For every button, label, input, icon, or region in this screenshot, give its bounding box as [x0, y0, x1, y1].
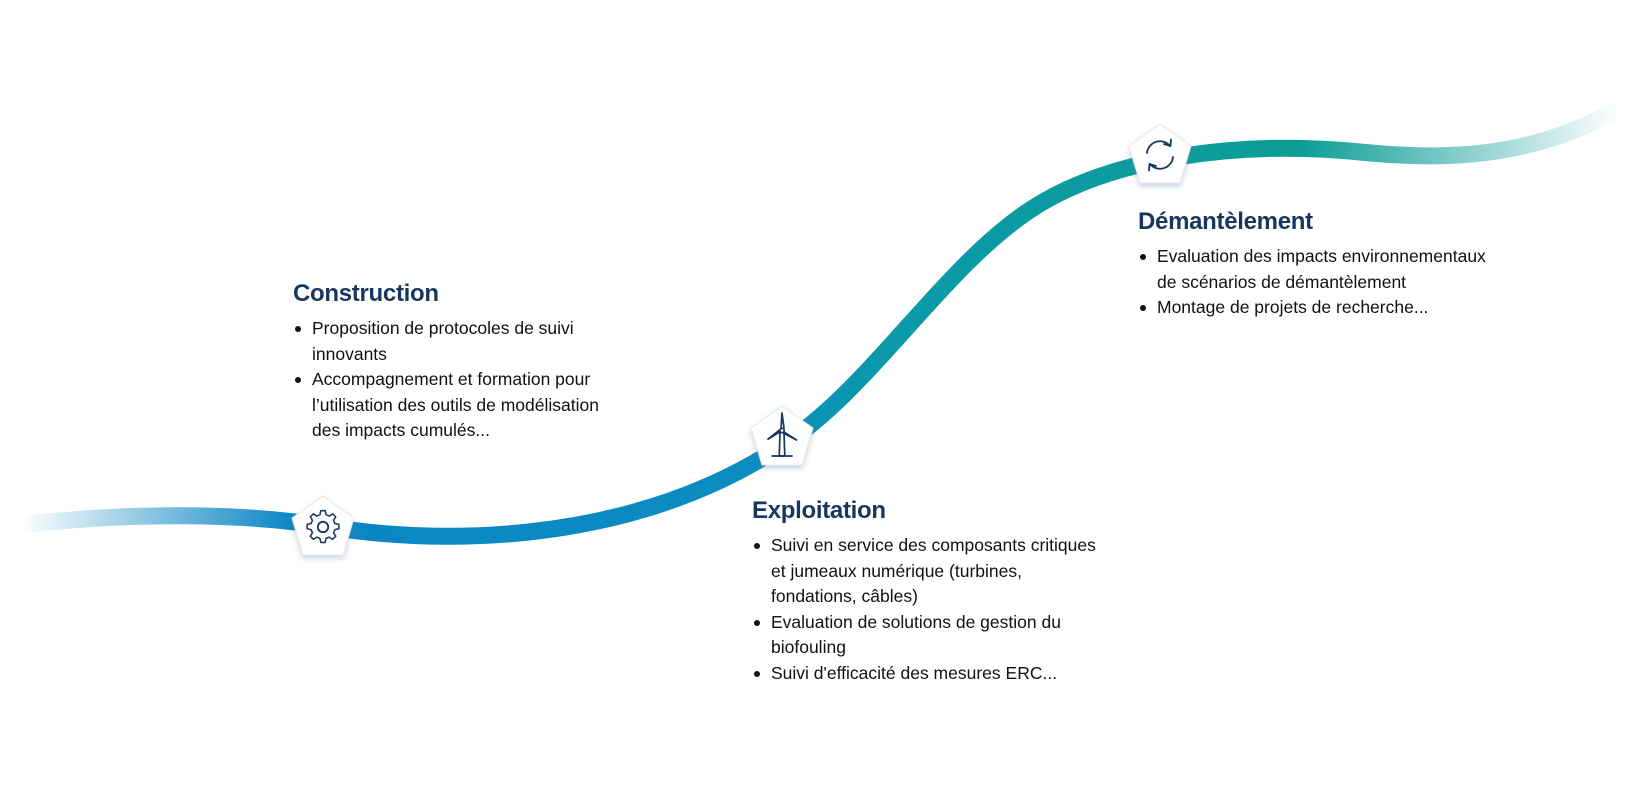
bullet-list: Evaluation des impacts environnementaux … — [1138, 244, 1488, 321]
stage-demantelement: Démantèlement Evaluation des impacts env… — [1138, 208, 1488, 321]
recycle-arrows-icon — [1146, 138, 1174, 172]
pentagon-marker — [750, 405, 814, 466]
node-exploitation — [750, 405, 814, 466]
stage-title: Démantèlement — [1138, 208, 1313, 235]
lifecycle-path — [11, 99, 1629, 545]
stage-title: Construction — [293, 280, 439, 307]
gear-icon — [306, 509, 340, 544]
wind-turbine-icon — [767, 412, 798, 457]
stage-construction: Construction Proposition de protocoles d… — [293, 280, 613, 444]
pentagon-marker — [291, 495, 355, 556]
node-demantelement — [1128, 123, 1192, 184]
stage-exploitation: Exploitation Suivi en service des compos… — [752, 497, 1102, 686]
list-item: Montage de projets de recherche... — [1138, 295, 1488, 321]
list-item: Evaluation des impacts environnementaux … — [1138, 244, 1488, 295]
bullet-list: Suivi en service des composants critique… — [752, 533, 1102, 686]
bullet-list: Proposition de protocoles de suivi innov… — [293, 316, 613, 444]
list-item: Accompagnement et formation pour l’utili… — [293, 367, 613, 444]
stage-title: Exploitation — [752, 497, 886, 524]
list-item: Suivi en service des composants critique… — [752, 533, 1102, 610]
list-item: Suivi d'efficacité des mesures ERC... — [752, 661, 1102, 687]
list-item: Proposition de protocoles de suivi innov… — [293, 316, 613, 367]
list-item: Evaluation de solutions de gestion du bi… — [752, 610, 1102, 661]
node-construction — [291, 495, 355, 556]
pentagon-marker — [1128, 123, 1192, 184]
